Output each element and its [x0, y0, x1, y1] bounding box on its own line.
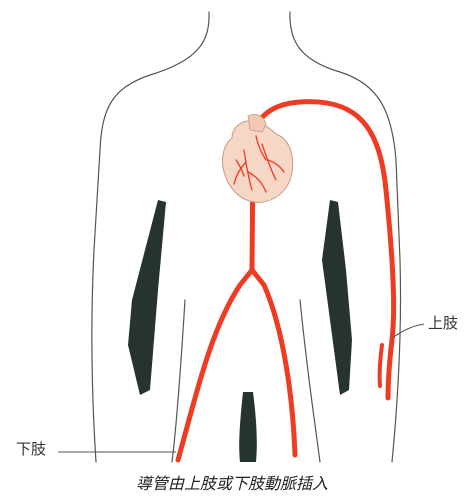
caption: 導管由上肢或下肢動脈插入: [0, 470, 464, 494]
heart-icon: [222, 114, 292, 202]
lower-limb-label: 下肢: [16, 438, 46, 459]
muscle-shadows: [128, 200, 352, 462]
upper-limb-label: 上肢: [428, 312, 458, 333]
